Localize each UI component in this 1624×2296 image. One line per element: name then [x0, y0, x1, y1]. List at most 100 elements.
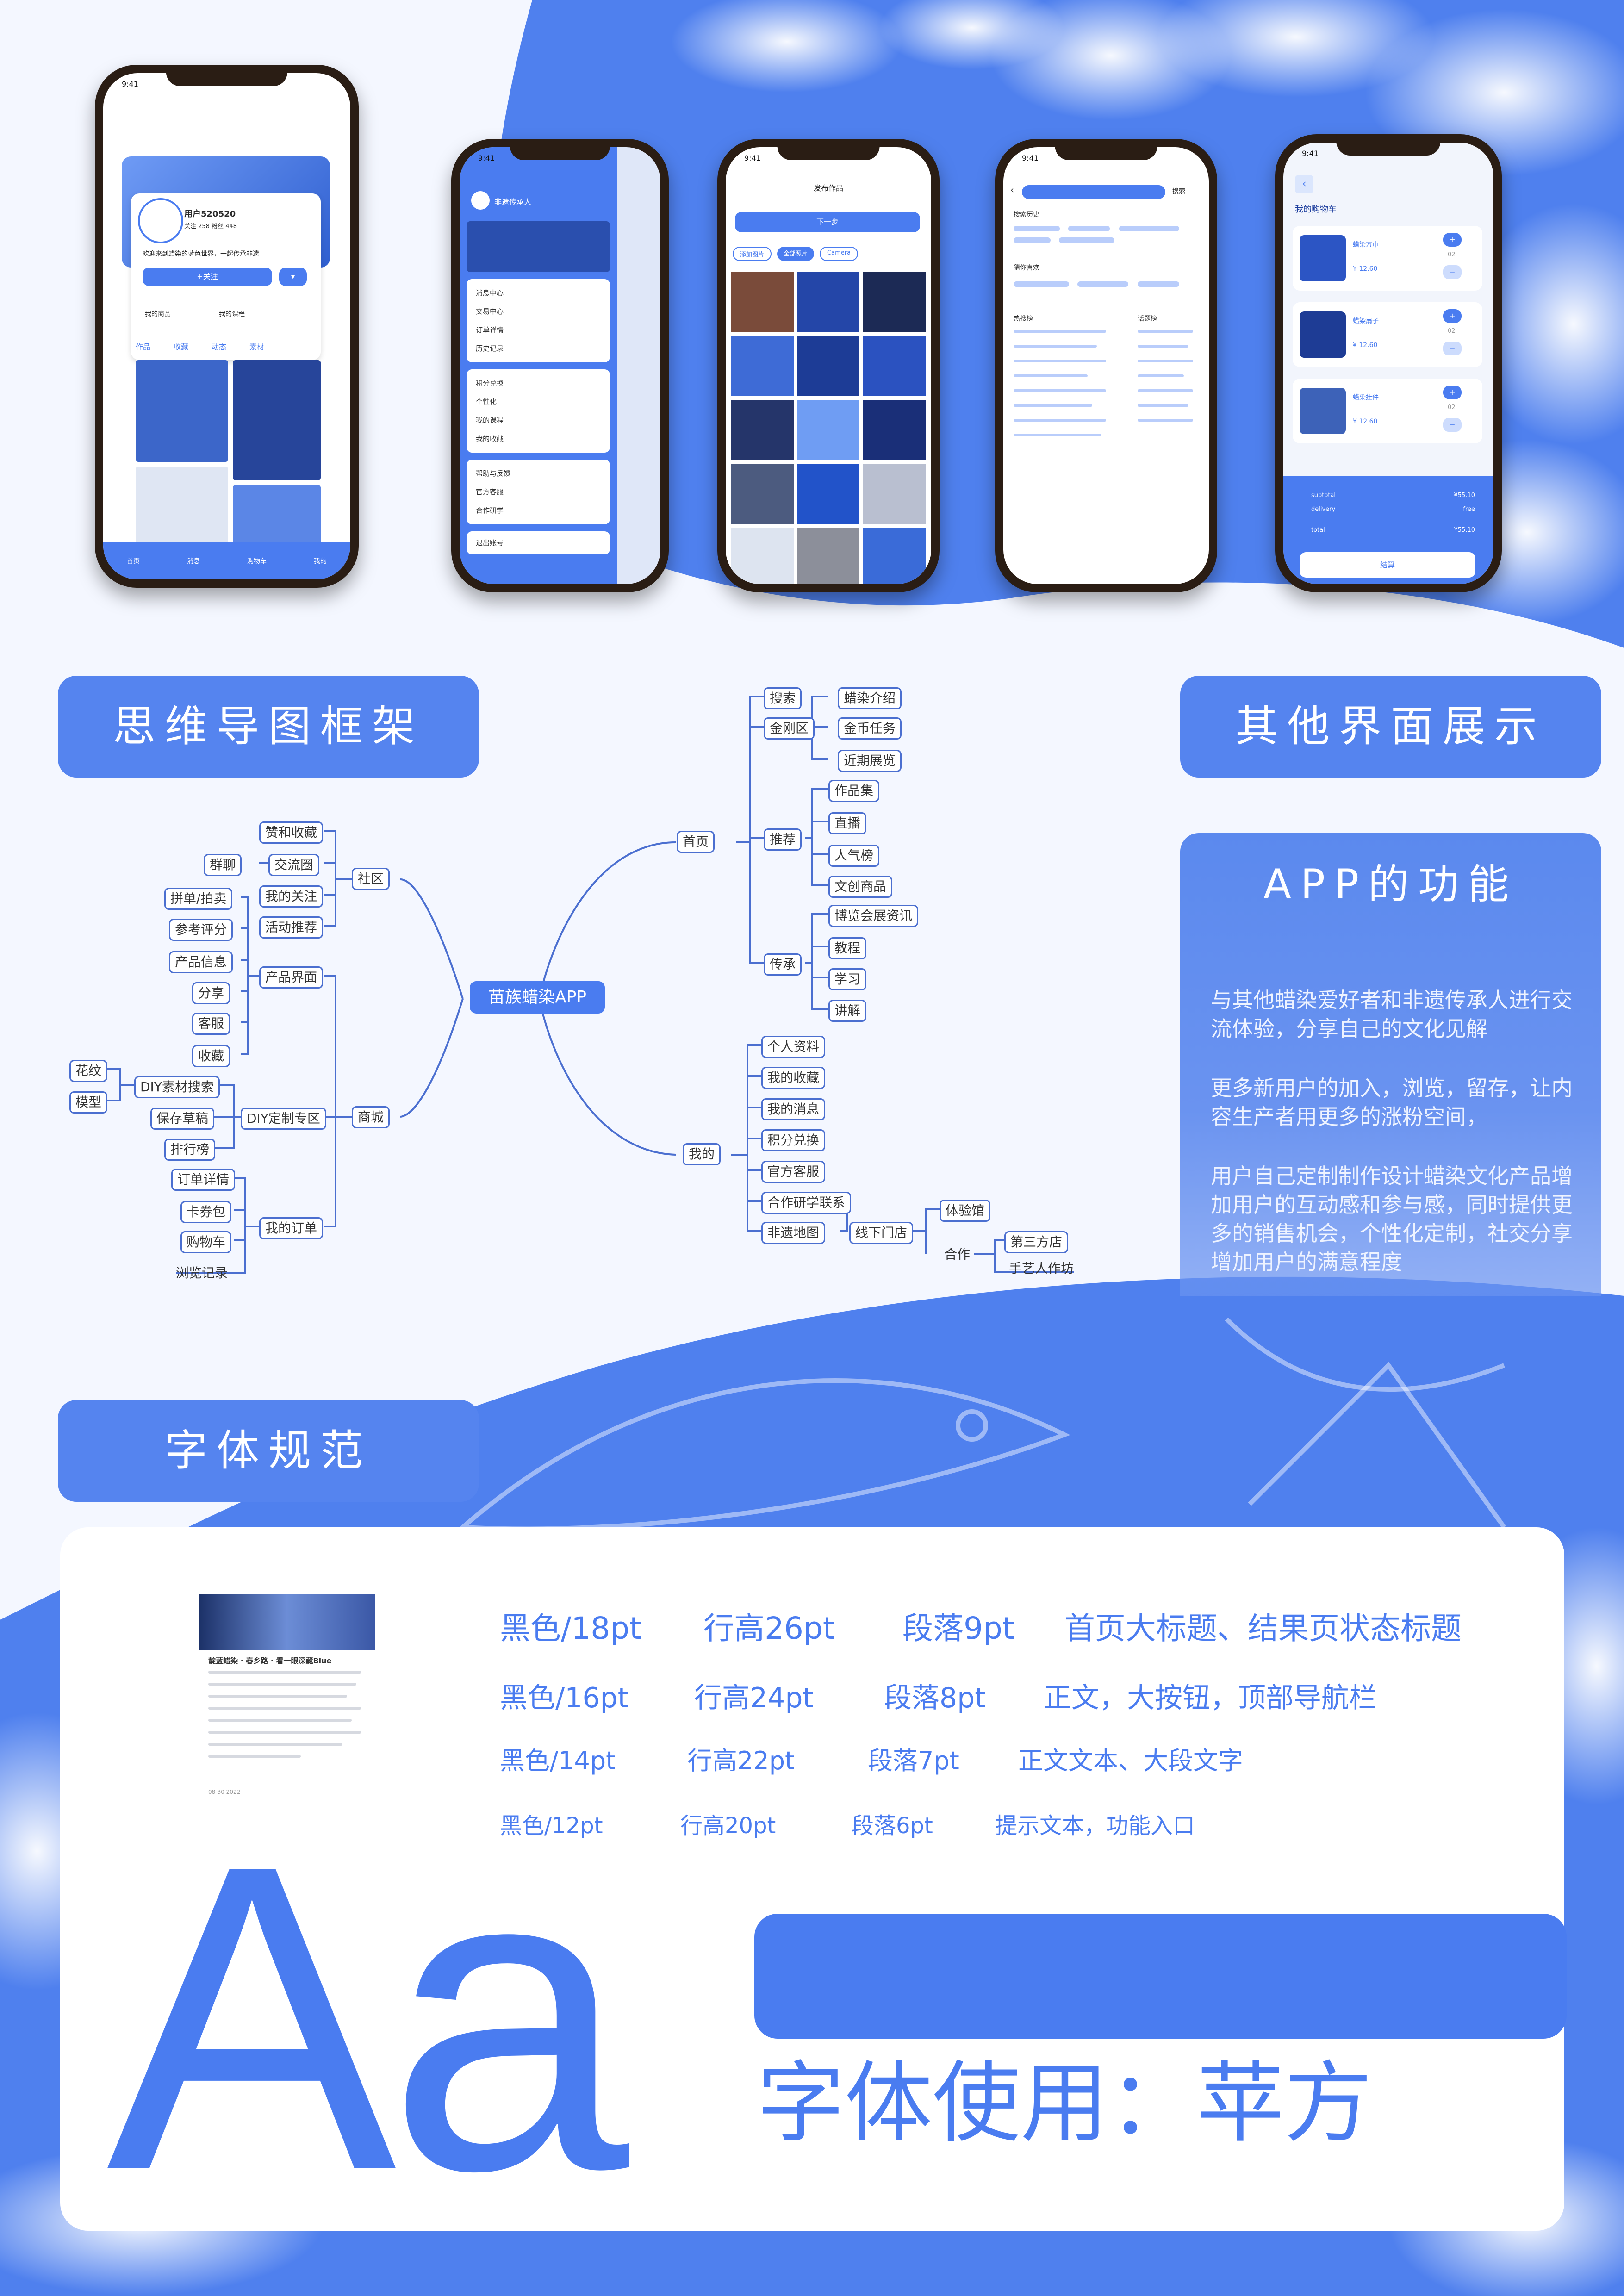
topic-list-item[interactable] [1138, 389, 1193, 392]
topic-list-item[interactable] [1138, 330, 1193, 333]
cart-item[interactable]: 蜡染方巾 ¥ 12.60 + 02 − [1293, 226, 1482, 291]
hot-list-item[interactable] [1014, 345, 1097, 348]
history-tag[interactable] [1014, 226, 1060, 231]
mindmap-node-mine-item[interactable]: 个人资料 [761, 1036, 826, 1058]
qty-minus-button[interactable]: − [1443, 418, 1462, 432]
qty-plus-button[interactable]: + [1443, 309, 1462, 323]
nav-mine[interactable]: 我的 [314, 558, 327, 565]
mindmap-node-recommend-item[interactable]: 文创商品 [828, 876, 893, 898]
photo-thumb[interactable] [731, 400, 794, 460]
chip-add-image[interactable]: 添加图片 [733, 247, 772, 261]
guess-tag[interactable] [1077, 281, 1128, 287]
history-tag[interactable] [1014, 237, 1051, 243]
qty-plus-button[interactable]: + [1443, 233, 1462, 247]
photo-thumb[interactable] [797, 528, 860, 584]
mindmap-node-community-item[interactable]: 活动推荐 [259, 916, 324, 939]
menu-item-history[interactable]: 历史记录 [476, 344, 504, 353]
menu-item-favorites[interactable]: 我的收藏 [476, 435, 504, 443]
mindmap-node-diy-item[interactable]: 保存草稿 [150, 1108, 215, 1130]
card-my-goods[interactable]: 我的商品 [145, 311, 171, 318]
chip-all-photos[interactable]: 全部照片 [777, 247, 815, 261]
qty-minus-button[interactable]: − [1443, 342, 1462, 355]
mindmap-node-mall[interactable]: 商城 [352, 1106, 390, 1128]
photo-thumb[interactable] [797, 400, 860, 460]
mindmap-node-offline-store[interactable]: 线下门店 [849, 1222, 914, 1244]
photo-thumb[interactable] [797, 464, 860, 524]
back-icon[interactable]: ‹ [1010, 184, 1014, 195]
photo-thumb[interactable] [731, 272, 794, 332]
search-button[interactable]: 搜索 [1172, 188, 1185, 195]
mindmap-node-jingang-item[interactable]: 金币任务 [838, 717, 902, 740]
photo-thumb[interactable] [731, 528, 794, 584]
tab-favorites[interactable]: 收藏 [174, 342, 189, 351]
qty-plus-button[interactable]: + [1443, 386, 1462, 399]
follow-button[interactable]: +关注 [143, 268, 272, 286]
hot-list-item[interactable] [1014, 434, 1101, 436]
topic-list-item[interactable] [1138, 345, 1188, 348]
photo-thumb[interactable] [731, 464, 794, 524]
mindmap-node-product-item[interactable]: 拼单/拍卖 [164, 888, 233, 910]
mindmap-node-jingang-item[interactable]: 近期展览 [838, 750, 902, 772]
photo-thumb[interactable] [797, 272, 860, 332]
avatar[interactable] [471, 191, 490, 210]
cart-item[interactable]: 蜡染挂件 ¥ 12.60 + 02 − [1293, 379, 1482, 443]
card-my-courses[interactable]: 我的课程 [219, 311, 245, 318]
mindmap-node-diy-item[interactable]: DIY素材搜索 [134, 1076, 220, 1098]
back-button[interactable]: ‹ [1295, 175, 1313, 193]
mindmap-node-order-item[interactable]: 购物车 [180, 1231, 232, 1253]
history-tag[interactable] [1059, 237, 1114, 243]
more-button[interactable]: ▾ [279, 268, 307, 286]
menu-item-cooperate[interactable]: 合作研学 [476, 506, 504, 515]
mindmap-node-inherit-item[interactable]: 学习 [828, 968, 867, 990]
mindmap-node-product-item[interactable]: 收藏 [192, 1045, 230, 1067]
mindmap-node-diy-material-item[interactable]: 花纹 [69, 1060, 108, 1082]
mindmap-node-recommend-item[interactable]: 人气榜 [828, 845, 880, 867]
mindmap-node-recommend-item[interactable]: 直播 [828, 812, 867, 834]
mindmap-root[interactable]: 苗族蜡染APP [470, 981, 605, 1014]
mindmap-node-recommend-item[interactable]: 作品集 [828, 780, 880, 802]
mindmap-node-mine-item[interactable]: 我的收藏 [761, 1067, 826, 1089]
mindmap-node-community[interactable]: 社区 [352, 868, 390, 890]
mindmap-node-order-item[interactable]: 订单详情 [171, 1169, 236, 1191]
logout-button[interactable]: 退出账号 [467, 531, 610, 554]
topic-list-item[interactable] [1138, 404, 1188, 407]
mindmap-node-order-item[interactable]: 卡券包 [180, 1201, 232, 1223]
mindmap-node-jingang[interactable]: 金刚区 [764, 717, 815, 740]
photo-thumb[interactable] [863, 464, 926, 524]
nav-messages[interactable]: 消息 [187, 558, 200, 565]
hot-list-item[interactable] [1014, 360, 1106, 362]
tab-materials[interactable]: 素材 [249, 342, 265, 351]
hot-list-item[interactable] [1014, 389, 1106, 392]
guess-tag[interactable] [1138, 281, 1179, 287]
mindmap-node-home[interactable]: 首页 [677, 831, 715, 853]
mindmap-node-diy-material-item[interactable]: 模型 [69, 1091, 108, 1114]
mindmap-node-mine-item[interactable]: 非遗地图 [761, 1222, 826, 1244]
mindmap-node-mine-item[interactable]: 合作研学联系 [761, 1192, 852, 1214]
mindmap-node-inherit-item[interactable]: 博览会展资讯 [828, 905, 919, 927]
search-input[interactable] [1022, 185, 1165, 199]
menu-item-personalize[interactable]: 个性化 [476, 398, 497, 406]
mindmap-node-diy-item[interactable]: 排行榜 [164, 1139, 216, 1161]
topic-list-item[interactable] [1138, 374, 1184, 377]
mindmap-node-mine[interactable]: 我的 [683, 1143, 721, 1165]
work-image[interactable] [136, 360, 228, 462]
mindmap-node-orders[interactable]: 我的订单 [259, 1217, 324, 1239]
menu-item-messages[interactable]: 消息中心 [476, 289, 504, 297]
mindmap-node-groups[interactable]: 群聊 [204, 854, 242, 876]
mindmap-node-inherit[interactable]: 传承 [764, 953, 802, 976]
guess-tag[interactable] [1014, 281, 1069, 287]
mindmap-node-third-party[interactable]: 第三方店 [1004, 1231, 1069, 1253]
nav-home[interactable]: 首页 [127, 558, 140, 565]
photo-thumb[interactable] [731, 336, 794, 396]
mindmap-node-inherit-item[interactable]: 教程 [828, 937, 867, 959]
photo-thumb[interactable] [863, 336, 926, 396]
hot-list-item[interactable] [1014, 374, 1088, 377]
menu-item-orders[interactable]: 订单详情 [476, 326, 504, 334]
mindmap-node-community-item[interactable]: 赞和收藏 [259, 821, 324, 844]
topic-list-item[interactable] [1138, 360, 1193, 362]
tab-moments[interactable]: 动态 [212, 342, 227, 351]
mindmap-node-product-item[interactable]: 分享 [192, 982, 230, 1004]
menu-item-trade[interactable]: 交易中心 [476, 307, 504, 316]
mindmap-node-community-item[interactable]: 我的关注 [259, 885, 324, 908]
menu-item-service[interactable]: 官方客服 [476, 488, 504, 496]
